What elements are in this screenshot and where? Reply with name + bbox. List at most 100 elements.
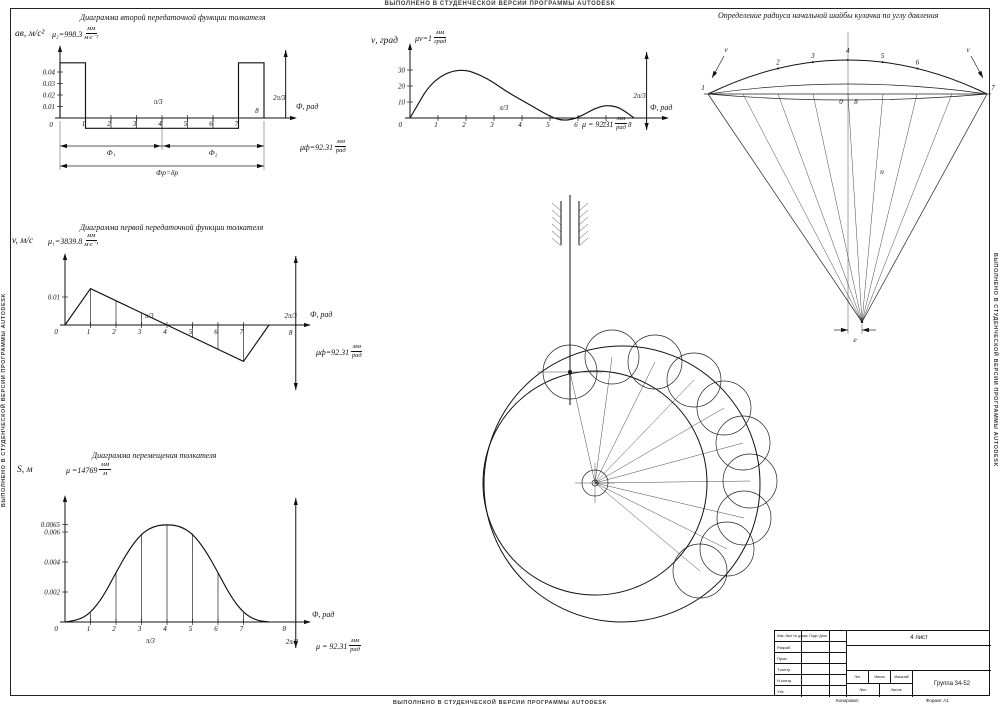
svg-text:π/3: π/3 — [146, 637, 155, 645]
title-block-row: Разраб. — [775, 642, 846, 653]
svg-text:7: 7 — [991, 84, 995, 92]
svg-text:0: 0 — [54, 625, 58, 633]
svg-text:Ф₂: Ф₂ — [209, 148, 218, 157]
svg-text:Ф₁: Ф₁ — [107, 148, 116, 157]
svg-text:2: 2 — [107, 120, 111, 128]
svg-text:20: 20 — [398, 82, 406, 90]
svg-text:7: 7 — [602, 121, 606, 129]
pressure-x-axis-label: Ф, рад — [650, 103, 673, 112]
svg-text:v: v — [966, 45, 970, 54]
svg-text:7: 7 — [240, 625, 244, 633]
svg-text:8: 8 — [289, 329, 293, 337]
title-block-divider — [829, 631, 830, 697]
pressure-y-axis-label: ν, град — [371, 36, 398, 46]
svg-text:0: 0 — [398, 121, 402, 129]
svg-text:4: 4 — [158, 120, 162, 128]
svg-text:5: 5 — [189, 625, 193, 633]
svg-text:6: 6 — [214, 625, 218, 633]
svg-text:3: 3 — [137, 625, 142, 633]
svg-text:8: 8 — [854, 98, 858, 106]
doc-designation-cell — [847, 646, 991, 671]
title-block-row: Т.контр. — [775, 664, 846, 675]
svg-text:0.02: 0.02 — [43, 91, 56, 99]
svg-text:3: 3 — [810, 52, 815, 60]
title-block-header-row: Изм. Лист № докум. Подп. Дата — [775, 631, 846, 642]
accel-chart-title: Диаграмма второй передаточной функции то… — [80, 13, 266, 22]
svg-text:1: 1 — [701, 84, 705, 92]
svg-text:6: 6 — [209, 120, 213, 128]
svg-text:1: 1 — [87, 328, 91, 336]
student-watermark-bottom: ВЫПОЛНЕНО В СТУДЕНЧЕСКОЙ ВЕРСИИ ПРОГРАММ… — [392, 700, 608, 706]
drawing-frame — [10, 8, 990, 696]
accel-y-axis-label: ав, м/с² — [15, 29, 45, 39]
svg-text:0.002: 0.002 — [44, 588, 60, 596]
svg-text:4: 4 — [163, 328, 167, 336]
svg-text:5: 5 — [189, 328, 193, 336]
svg-text:6: 6 — [916, 59, 920, 67]
svg-text:3: 3 — [489, 121, 494, 129]
velocity-chart-title: Диаграмма первой передаточной функции то… — [80, 223, 264, 232]
title-block-row: Утв. — [777, 689, 785, 694]
displacement-chart-title: Диаграмма перемещения толкателя — [92, 451, 217, 460]
svg-text:2π/3: 2π/3 — [273, 94, 286, 102]
svg-text:1: 1 — [434, 121, 438, 129]
svg-text:2π/3: 2π/3 — [633, 92, 646, 100]
svg-text:v: v — [724, 45, 728, 54]
group-cell: Группа 34-52 — [933, 681, 971, 687]
svg-text:0.01: 0.01 — [43, 103, 55, 111]
svg-text:4: 4 — [518, 121, 522, 129]
svg-text:0.006: 0.006 — [44, 528, 60, 536]
svg-text:n: n — [880, 167, 884, 176]
svg-text:0.01: 0.01 — [48, 293, 60, 301]
title-block-row: Пров. — [775, 653, 846, 664]
svg-text:5: 5 — [546, 121, 550, 129]
svg-text:π/3: π/3 — [499, 104, 508, 112]
svg-text:10: 10 — [398, 98, 406, 106]
title-block-row: Н.контр. — [775, 675, 846, 686]
svg-text:5: 5 — [881, 52, 885, 60]
svg-text:5: 5 — [184, 120, 188, 128]
title-block: Изм. Лист № докум. Подп. Дата Разраб. Пр… — [774, 630, 991, 697]
svg-text:7: 7 — [240, 328, 244, 336]
svg-text:2π/3: 2π/3 — [286, 638, 299, 646]
svg-text:6: 6 — [574, 121, 578, 129]
svg-text:8: 8 — [628, 121, 632, 129]
svg-text:0: 0 — [54, 328, 58, 336]
svg-text:е: е — [853, 335, 857, 344]
format-label: Формат А1 — [926, 698, 949, 703]
svg-text:2: 2 — [112, 625, 116, 633]
svg-text:0: 0 — [49, 121, 53, 129]
svg-text:3: 3 — [137, 328, 142, 336]
svg-text:0.004: 0.004 — [44, 558, 60, 566]
svg-text:8: 8 — [283, 625, 287, 633]
svg-text:2π/3: 2π/3 — [284, 312, 297, 320]
svg-text:30: 30 — [397, 66, 406, 74]
svg-text:7: 7 — [235, 120, 239, 128]
velocity-y-axis-label: v, м/с — [12, 236, 34, 246]
accel-x-axis-label: Ф, рад — [296, 102, 319, 111]
svg-text:2: 2 — [776, 59, 780, 67]
sheet-note-cell: 4 лист — [847, 631, 991, 646]
svg-text:2: 2 — [112, 328, 116, 336]
velocity-x-axis-label: Ф, рад — [310, 310, 333, 319]
pressure-angle-chart: 10 20 30 0 1 2 3 4 5 6 7 8 π/3 2π/3 — [397, 43, 669, 130]
svg-text:0.03: 0.03 — [43, 80, 56, 88]
svg-text:0.0065: 0.0065 — [41, 521, 61, 529]
svg-text:3: 3 — [132, 120, 137, 128]
title-block-left-grid: Изм. Лист № докум. Подп. Дата Разраб. Пр… — [775, 631, 847, 697]
svg-text:8: 8 — [255, 107, 259, 115]
svg-text:2: 2 — [462, 121, 466, 129]
svg-text:Фр=δр: Фр=δр — [156, 168, 178, 177]
